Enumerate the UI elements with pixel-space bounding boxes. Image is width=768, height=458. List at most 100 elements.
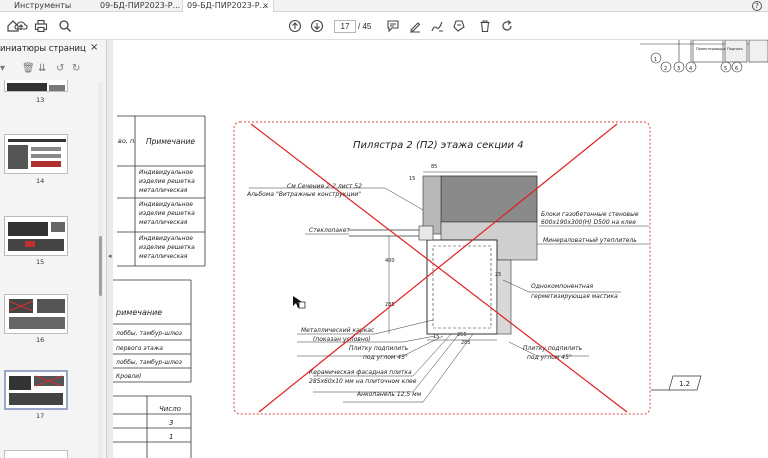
print-icon[interactable]	[34, 19, 48, 33]
annotation: герметизирующая мастика	[531, 293, 618, 300]
collapse-panel-icon[interactable]: ◂	[108, 252, 112, 260]
table-cell: металлическая	[139, 219, 188, 226]
table-cell: Кровли)	[116, 373, 141, 380]
rotate-left-icon[interactable]: ↺	[56, 63, 65, 74]
annotation: Однокомпонентная	[531, 283, 594, 290]
mouse-cursor	[293, 296, 306, 309]
delete-icon[interactable]	[478, 19, 492, 33]
thumbnail-page-15[interactable]	[4, 216, 68, 256]
page-thumbnails-panel: иниатюры страниц × ▾ 🗑 ⇊ ↺ ↻ 13 14 15 16…	[0, 40, 107, 458]
page-down-icon[interactable]	[310, 19, 324, 33]
stamp-icon[interactable]	[452, 19, 466, 33]
table-cell: изделие решетка	[139, 244, 195, 251]
panel-toolbar: ▾ 🗑 ⇊ ↺ ↻	[0, 62, 106, 78]
axis-label: 3	[677, 66, 680, 72]
dimension: 285	[461, 340, 471, 346]
dimension: 15	[433, 334, 439, 340]
table-header-count: Число	[159, 405, 181, 413]
panel-splitter[interactable]	[107, 40, 113, 458]
table-cell: Индивидуальное	[139, 201, 193, 208]
detail-title: Пилястра 2 (П2) этажа секции 4	[353, 140, 524, 151]
pilaster-column	[426, 239, 498, 335]
close-icon[interactable]: ×	[90, 42, 99, 53]
annotation: Анкопанель 12,5 мм	[356, 391, 422, 398]
table-cell: 1	[169, 433, 173, 441]
draw-icon[interactable]	[430, 19, 444, 33]
axis-markers	[640, 40, 768, 73]
highlight-pen-icon[interactable]	[408, 19, 422, 33]
tab-tools[interactable]: Инструменты	[0, 0, 96, 12]
callout-label: 1.2	[679, 380, 690, 388]
thumbnail-page-17[interactable]	[4, 370, 68, 410]
comment-icon[interactable]	[386, 19, 400, 33]
table-cell: металлическая	[139, 187, 188, 194]
annotation: под углом 45°	[527, 354, 572, 361]
rotate-right-icon[interactable]: ↻	[72, 63, 81, 74]
table-cell: лоббы, тамбур-шлюз	[115, 330, 182, 337]
thumbnail-page-18[interactable]	[4, 450, 68, 458]
drawing-canvas: во, п. Примечание Индивидуальное изделие…	[113, 40, 768, 458]
table-cell: изделие решетка	[139, 210, 195, 217]
axis-label: 2	[664, 66, 667, 72]
help-icon[interactable]: ?	[752, 1, 762, 11]
table-header-note-2: римечание	[115, 308, 162, 317]
axis-label: 1	[654, 57, 657, 63]
callout-marker	[651, 375, 702, 391]
thumbnail-page-16[interactable]	[4, 294, 68, 334]
page-number-input[interactable]: 17	[334, 20, 356, 33]
scrollbar-thumb[interactable]	[99, 236, 102, 296]
delete-icon[interactable]: 🗑	[22, 63, 35, 74]
annotation: Минераловатный утеплитель	[543, 237, 637, 244]
void-cross-line	[258, 123, 618, 413]
toolbar: 17 / 45	[0, 12, 768, 40]
stamp-label: Подпись	[727, 47, 743, 51]
dimension: 255	[457, 332, 467, 338]
annotation: (показан условно)	[313, 336, 371, 343]
dimension: 15	[409, 176, 415, 182]
table-cell: первого этажа	[116, 345, 163, 352]
table-cell: металлическая	[139, 253, 188, 260]
panel-title: иниатюры страниц	[0, 44, 86, 54]
annotation: Альбома "Витражные конструкции"	[246, 191, 361, 198]
tab-label: 09-БД-ПИР2023-Р...	[100, 1, 181, 10]
tab-document-1[interactable]: 09-БД-ПИР2023-Р...	[96, 0, 182, 12]
tab-bar: Инструменты 09-БД-ПИР2023-Р... 09-БД-ПИР…	[0, 0, 768, 12]
rotate-icon[interactable]	[500, 19, 514, 33]
tab-label: 09-БД-ПИР2023-Р...	[187, 1, 268, 10]
annotation: Металлический каркас	[301, 327, 375, 334]
annotation: 285х60х10 мм на плиточном клее	[309, 378, 417, 385]
search-icon[interactable]	[58, 19, 72, 33]
extract-icon[interactable]: ⇊	[38, 63, 47, 74]
annotation: Блоки газобетонные стеновые	[541, 211, 639, 218]
annotation: Плитку подпилить	[523, 345, 583, 352]
detail-frame	[233, 121, 651, 415]
table-cell: изделие решетка	[139, 178, 195, 185]
dimension: 85	[431, 164, 437, 170]
thumbnail-label: 15	[36, 258, 45, 266]
dimension: 285	[385, 302, 395, 308]
tab-document-2[interactable]: 09-БД-ПИР2023-Р...×	[182, 0, 274, 12]
axis-label: 5	[724, 66, 727, 72]
table-header-note: Примечание	[146, 137, 195, 146]
axis-label: 6	[735, 66, 738, 72]
annotation: под углом 45°	[363, 354, 408, 361]
table-cell: Индивидуальное	[139, 235, 193, 242]
stamp-label: Проектировщик	[696, 47, 726, 51]
annotation: Стеклопакет	[309, 227, 350, 234]
page-up-icon[interactable]	[288, 19, 302, 33]
thumbnail-page-14[interactable]	[4, 134, 68, 174]
void-cross-line	[250, 123, 628, 413]
annotation: Керамическая фасадная плитка	[309, 369, 412, 376]
document-view: во, п. Примечание Индивидуальное изделие…	[113, 40, 768, 458]
cloud-upload-icon[interactable]	[14, 19, 28, 33]
table-cell: Индивидуальное	[139, 169, 193, 176]
close-icon[interactable]: ×	[262, 1, 269, 10]
insulation-layer	[422, 175, 442, 235]
thumbnail-page-13[interactable]	[4, 80, 68, 92]
dropdown-icon[interactable]: ▾	[0, 63, 6, 74]
spec-table	[113, 115, 206, 458]
annotation: Плитку подпилить	[349, 345, 409, 352]
tab-label: Инструменты	[14, 1, 72, 10]
dimension: 400	[385, 258, 395, 264]
block-wall	[441, 176, 537, 222]
